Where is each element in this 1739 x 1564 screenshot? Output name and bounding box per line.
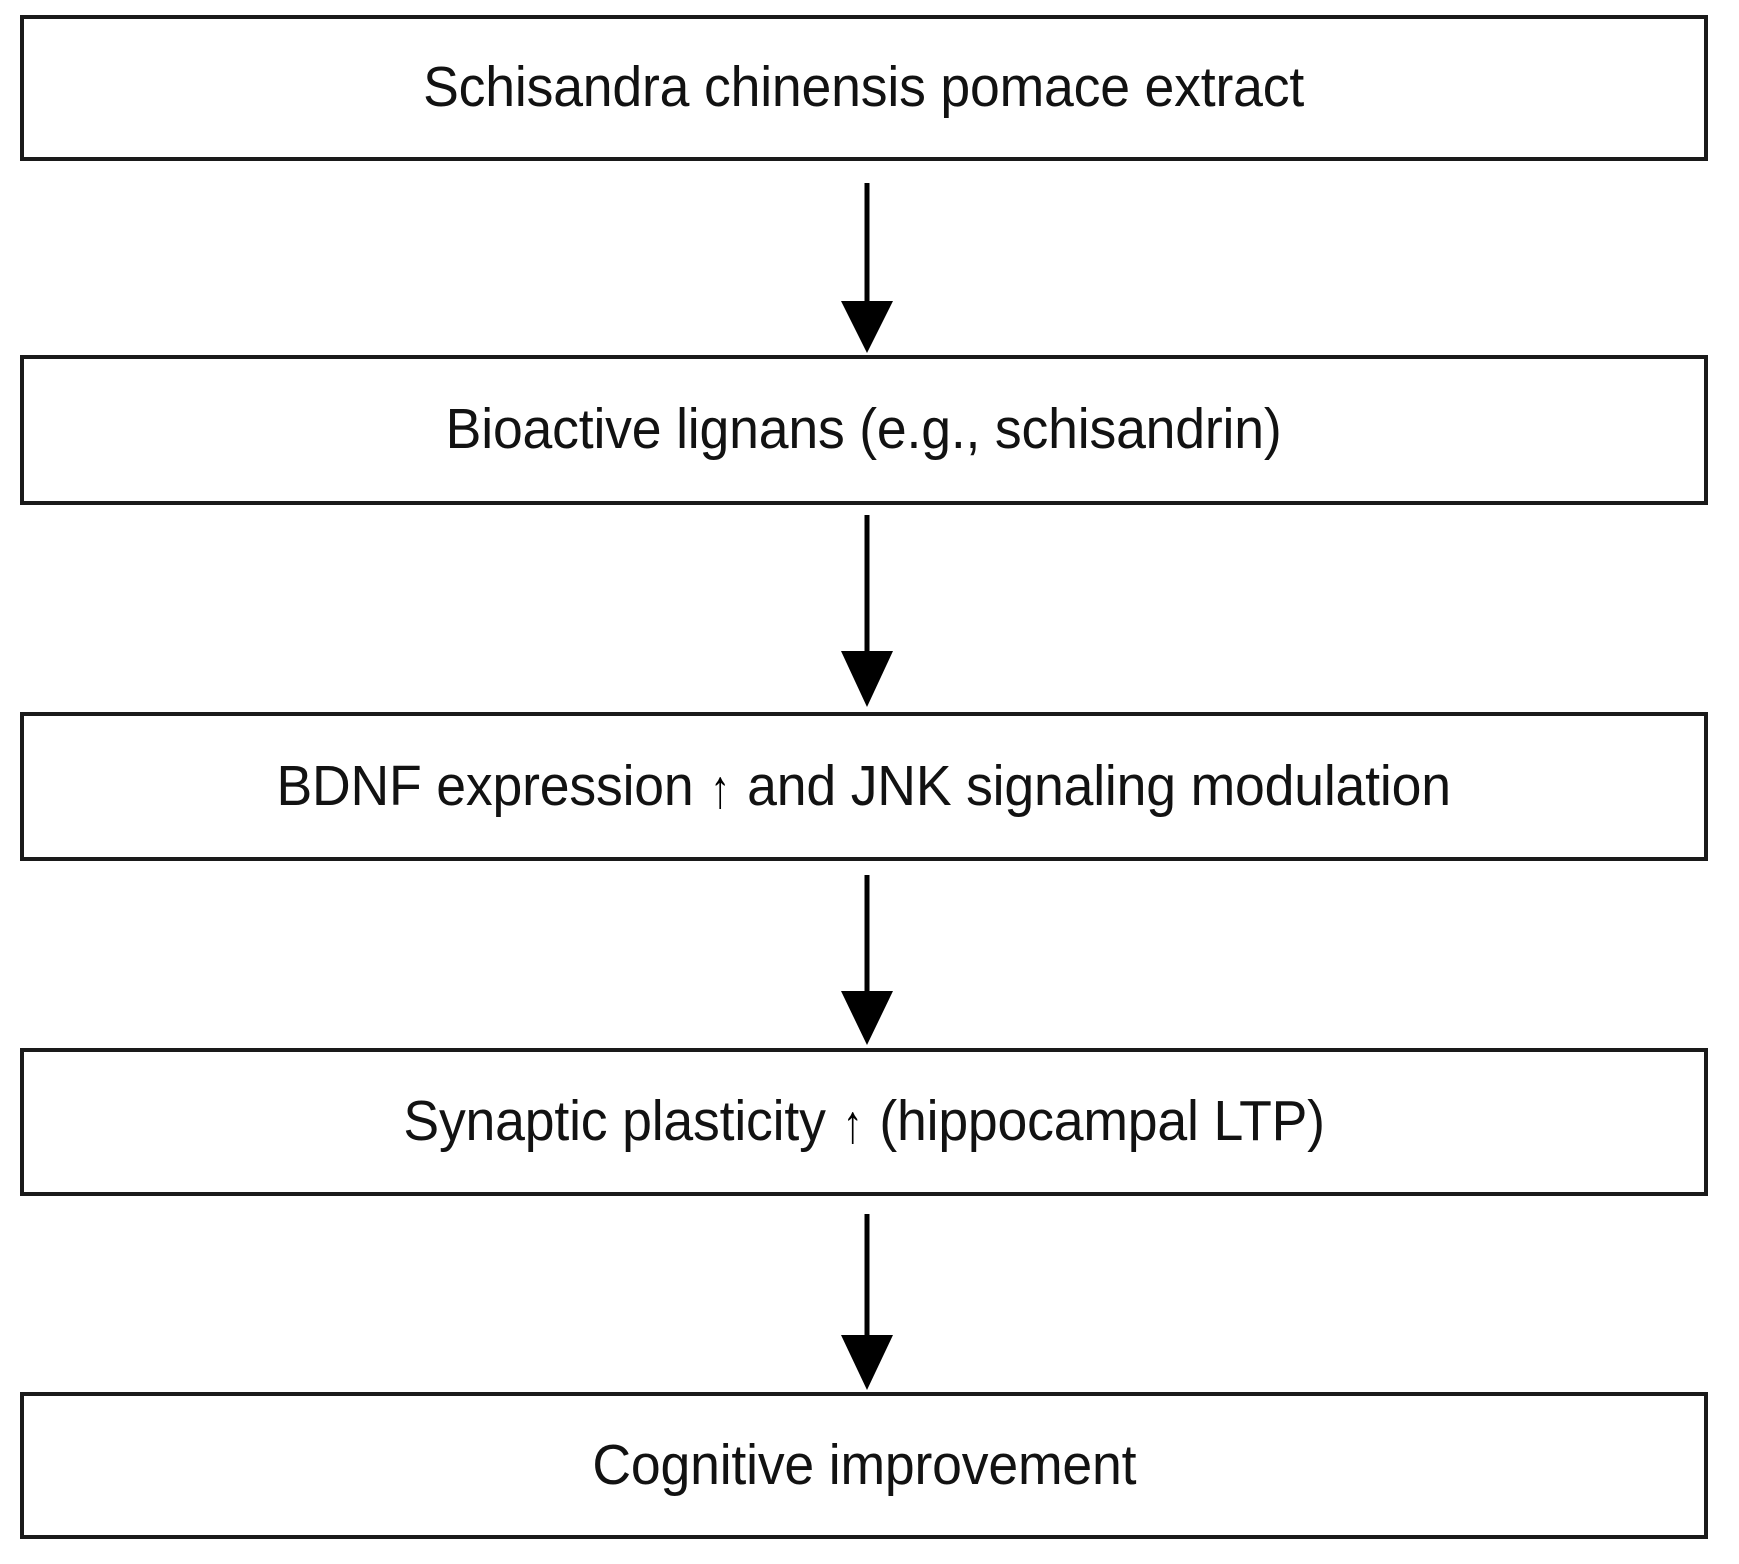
flow-node-label: Schisandra chinensis pomace extract [423,55,1305,120]
flow-node-text-prefix: BDNF expression [276,753,709,818]
connector-node3-to-node4 [0,861,1739,1049]
connector-node4-to-node5 [0,1196,1739,1393]
flow-node-schisandra-extract: Schisandra chinensis pomace extract [20,15,1708,161]
up-arrow-icon: ↑ [842,1094,863,1156]
connector-node1-to-node2 [0,161,1739,356]
connector-node2-to-node3 [0,505,1739,713]
flow-node-label: BDNF expression ↑ and JNK signaling modu… [276,753,1452,820]
flow-node-text-suffix: and JNK signaling modulation [732,753,1452,818]
flow-node-text: Bioactive lignans (e.g., schisandrin) [446,397,1282,462]
up-arrow-icon: ↑ [710,759,731,820]
flow-node-bioactive-lignans: Bioactive lignans (e.g., schisandrin) [20,355,1708,505]
flow-node-label: Synaptic plasticity ↑ (hippocampal LTP) [403,1089,1325,1156]
flow-node-text-prefix: Synaptic plasticity [403,1089,841,1154]
flow-node-label: Bioactive lignans (e.g., schisandrin) [446,397,1282,462]
flow-node-bdnf-jnk: BDNF expression ↑ and JNK signaling modu… [20,712,1708,861]
flow-node-text: Cognitive improvement [592,1432,1136,1497]
flow-node-text-suffix: (hippocampal LTP) [864,1089,1325,1154]
flow-node-synaptic-plasticity: Synaptic plasticity ↑ (hippocampal LTP) [20,1048,1708,1196]
flow-node-text: Schisandra chinensis pomace extract [423,55,1305,120]
flow-node-label: Cognitive improvement [592,1432,1136,1497]
flow-node-cognitive-improvement: Cognitive improvement [20,1392,1708,1539]
